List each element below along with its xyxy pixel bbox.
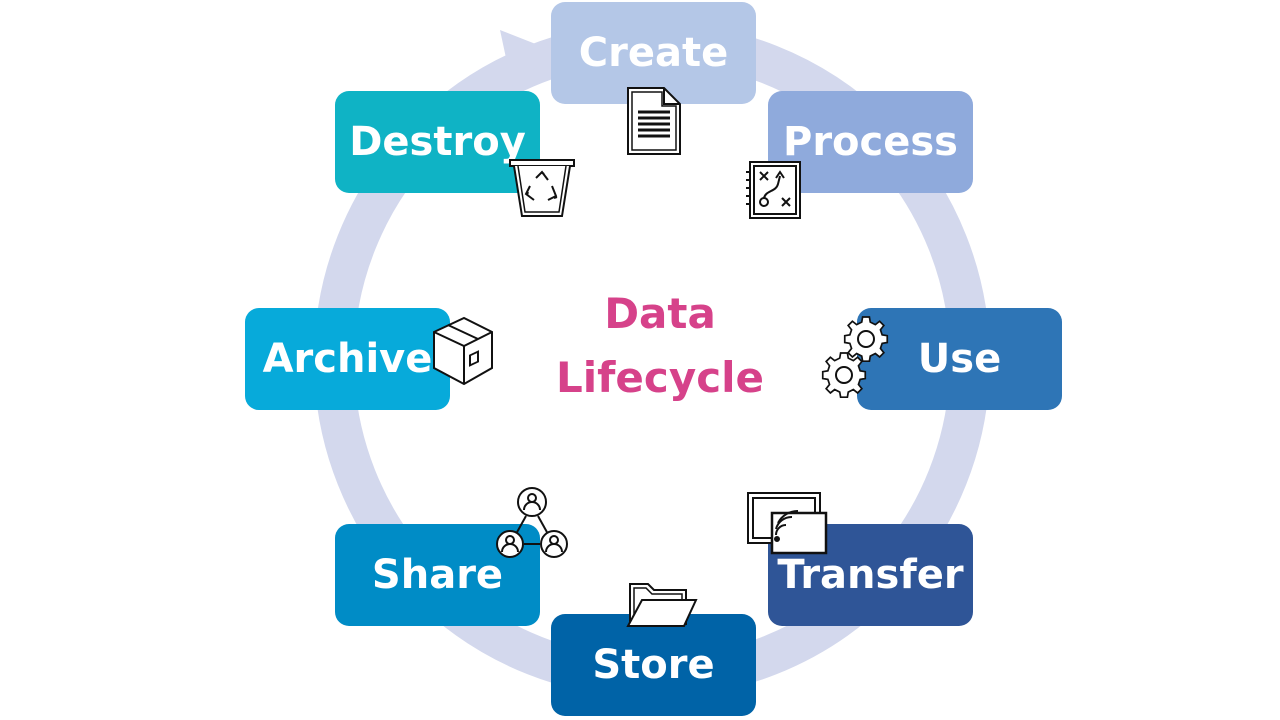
stage-store: Store: [551, 614, 756, 716]
ring-arrowhead: [500, 30, 556, 86]
recycle-bin-icon: [508, 154, 576, 220]
diagram-title-line2: Lifecycle: [556, 353, 764, 402]
folder-icon: [626, 578, 698, 630]
document-icon: [626, 86, 682, 156]
gears-icon: [820, 316, 892, 400]
box-icon: [430, 314, 496, 388]
stage-share-label: Share: [371, 552, 504, 598]
diagram-title: Data Lifecycle: [530, 282, 790, 410]
stage-use: Use: [857, 308, 1062, 410]
people-network-icon: [494, 486, 570, 560]
stage-archive-label: Archive: [262, 336, 433, 382]
stage-destroy-label: Destroy: [349, 119, 526, 165]
stage-process-label: Process: [783, 119, 958, 165]
stage-use-label: Use: [917, 336, 1002, 382]
stage-process: Process: [768, 91, 973, 193]
stage-destroy: Destroy: [335, 91, 540, 193]
wireless-transfer-icon: [746, 491, 830, 557]
stage-store-label: Store: [592, 642, 715, 688]
stage-transfer-label: Transfer: [777, 552, 964, 598]
strategy-board-icon: [744, 160, 802, 220]
stage-archive: Archive: [245, 308, 450, 410]
stage-create-label: Create: [578, 30, 729, 76]
diagram-title-line1: Data: [604, 289, 716, 338]
